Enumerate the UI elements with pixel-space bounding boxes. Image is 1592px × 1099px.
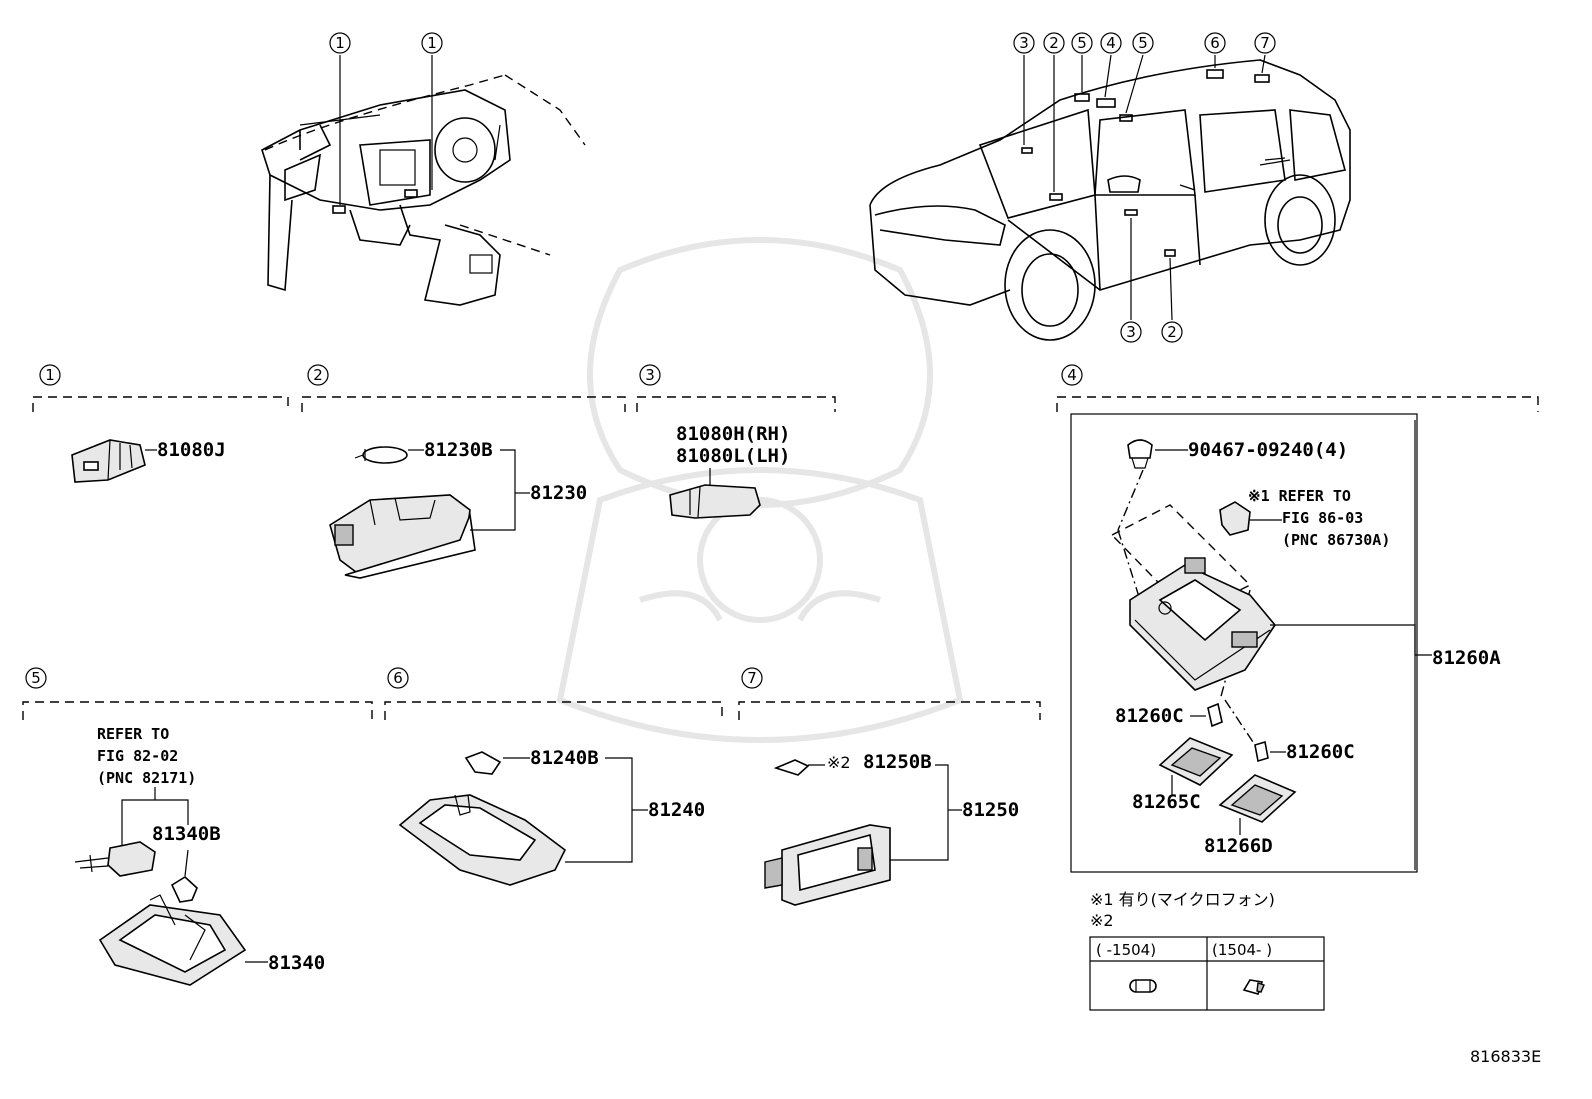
label-81240: 81240 — [648, 799, 705, 821]
part-wire-harness-connector — [74, 841, 156, 877]
section-5: 5 REFER TO FIG 82-02 (PNC 82171) 81340B … — [22, 667, 373, 986]
label-81230b: 81230B — [424, 439, 493, 461]
label-ref1-line3: (PNC 86730A) — [1282, 531, 1390, 549]
label-81340: 81340 — [268, 952, 325, 974]
part-81260c-right-bulb — [1254, 740, 1269, 763]
part-81250-luggage-lamp — [764, 824, 891, 906]
svg-text:2: 2 — [1167, 323, 1177, 341]
part-81230b-bulb — [354, 446, 408, 464]
watermark-emblem — [556, 237, 964, 743]
callout-6-top: 6 — [1204, 32, 1226, 54]
callout-4-top: 4 — [1100, 32, 1122, 54]
svg-text:3: 3 — [1019, 34, 1029, 52]
svg-text:2: 2 — [313, 366, 323, 384]
svg-text:1: 1 — [427, 34, 437, 52]
label-81266d: 81266D — [1204, 835, 1273, 857]
svg-text:4: 4 — [1067, 366, 1077, 384]
svg-text:5: 5 — [1077, 34, 1087, 52]
label-81260c-right: 81260C — [1286, 741, 1355, 763]
label-81250b-mark: ※2 — [827, 753, 851, 772]
callout-3-bottom: 3 — [1120, 321, 1142, 343]
section-4: 4 90467-09240(4) ※1 REFER TO FIG 86-03 (… — [1056, 364, 1539, 873]
label-81265c: 81265C — [1132, 791, 1201, 813]
svg-text:1: 1 — [45, 366, 55, 384]
table-bulb-wedge — [1242, 979, 1265, 995]
label-81080l: 81080L(LH) — [676, 445, 790, 467]
callout-5-top-b: 5 — [1132, 32, 1154, 54]
part-81266d-lens — [1218, 774, 1297, 823]
label-81080j: 81080J — [157, 439, 226, 461]
callout-7-top: 7 — [1254, 32, 1276, 54]
table-bulb-festoon — [1129, 979, 1157, 993]
svg-text:7: 7 — [1260, 34, 1270, 52]
label-ref5-line3: (PNC 82171) — [97, 769, 196, 787]
table-header-from-1504: (1504- ) — [1212, 941, 1272, 959]
part-81340b-bulb — [170, 876, 198, 903]
label-ref5-line1: REFER TO — [97, 725, 169, 743]
figure-id: 816833E — [1470, 1047, 1541, 1066]
section-2: 2 81230B 81230 — [301, 364, 626, 579]
svg-text:5: 5 — [1138, 34, 1148, 52]
note-1-microphone: ※1 有り(マイクロフォン) — [1090, 890, 1275, 909]
label-81260c-left: 81260C — [1115, 705, 1184, 727]
callout-2-bottom: 2 — [1161, 321, 1183, 343]
part-81250b-bulb — [773, 759, 810, 776]
label-ref1-line2: FIG 86-03 — [1282, 509, 1363, 527]
part-81265c-lens — [1158, 737, 1234, 786]
section-6: 6 81240B 81240 — [384, 667, 723, 886]
svg-text:4: 4 — [1106, 34, 1116, 52]
note-2: ※2 — [1090, 911, 1114, 930]
svg-text:2: 2 — [1049, 34, 1059, 52]
section-3: 3 81080H(RH) 81080L(LH) — [636, 364, 836, 519]
label-81080h: 81080H(RH) — [676, 423, 790, 445]
callout-1-b: 1 — [421, 32, 443, 54]
callout-2-top: 2 — [1043, 32, 1065, 54]
part-81340-room-lamp — [98, 894, 247, 986]
section-1: 1 81080J — [32, 364, 289, 483]
svg-text:1: 1 — [335, 34, 345, 52]
label-81250: 81250 — [962, 799, 1019, 821]
callout-1-a: 1 — [329, 32, 351, 54]
part-microphone — [1219, 501, 1251, 536]
label-90467-09240: 90467-09240(4) — [1188, 439, 1348, 461]
callout-5-top-a: 5 — [1071, 32, 1093, 54]
svg-text:3: 3 — [645, 366, 655, 384]
svg-text:6: 6 — [393, 669, 403, 687]
svg-text:7: 7 — [747, 669, 757, 687]
svg-text:6: 6 — [1210, 34, 1220, 52]
bulb-variant-table: ( -1504) (1504- ) — [1089, 936, 1325, 1011]
label-81260a: 81260A — [1432, 647, 1501, 669]
part-81080j-sensor — [71, 439, 146, 483]
part-81260c-left-bulb — [1207, 702, 1223, 728]
svg-text:5: 5 — [31, 669, 41, 687]
label-81240b: 81240B — [530, 747, 599, 769]
table-header-until-1504: ( -1504) — [1096, 941, 1156, 959]
label-ref5-line2: FIG 82-02 — [97, 747, 178, 765]
part-81240-vanity-lamp — [398, 794, 567, 886]
label-81340b: 81340B — [152, 823, 221, 845]
section-7: 7 ※2 81250B 81250 — [738, 667, 1041, 906]
callout-3-top: 3 — [1013, 32, 1035, 54]
part-90467-clip — [1127, 439, 1153, 469]
part-81230-lamp-housing — [329, 494, 476, 579]
part-81080h-courtesy-switch — [669, 484, 761, 519]
svg-text:3: 3 — [1126, 323, 1136, 341]
part-81260a-map-lamp — [1129, 557, 1276, 691]
label-ref1-line1: ※1 REFER TO — [1248, 487, 1351, 505]
label-81230: 81230 — [530, 482, 587, 504]
label-81250b: 81250B — [863, 751, 932, 773]
part-81240b-festoon-bulb — [464, 751, 502, 775]
dashboard-interior-view — [261, 55, 586, 306]
vehicle-exterior-view — [869, 54, 1351, 341]
